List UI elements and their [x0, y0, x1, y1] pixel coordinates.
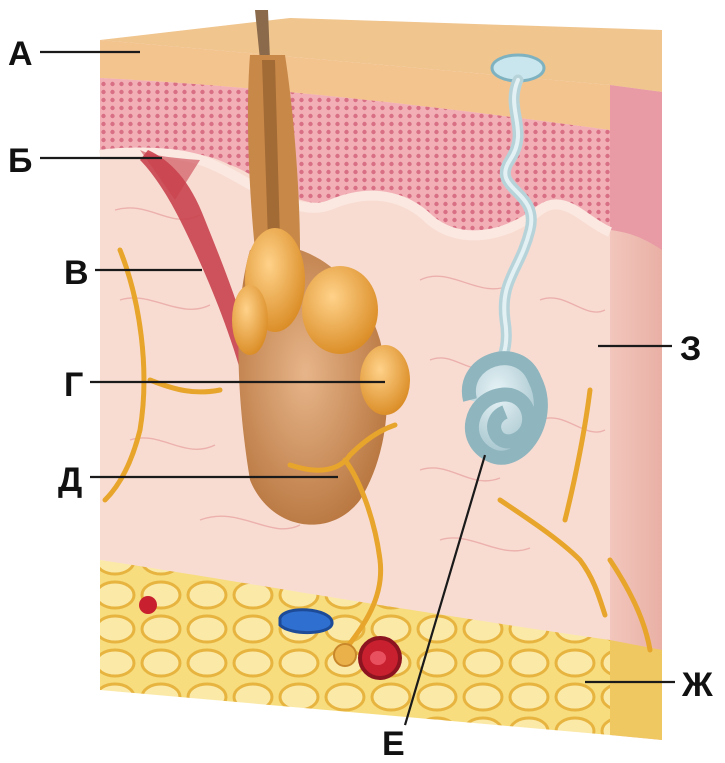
block-side-epidermis: [610, 85, 662, 250]
label-zh: Ж: [681, 666, 713, 704]
blood-vessel-vein: [280, 610, 332, 633]
label-e: Е: [382, 725, 405, 763]
label-a: А: [8, 35, 33, 73]
label-v: В: [64, 254, 89, 292]
label-g: Г: [64, 366, 83, 404]
block-side-fat: [610, 640, 662, 740]
sebaceous-lobe: [232, 285, 268, 355]
label-z: З: [680, 330, 701, 368]
label-d: Д: [58, 461, 82, 499]
sebaceous-lobe: [360, 345, 410, 415]
sebaceous-lobe: [302, 266, 378, 354]
label-b: Б: [8, 142, 32, 180]
nerve-ending: [334, 644, 356, 666]
blood-vessel-artery-lumen: [370, 651, 386, 665]
sweat-coil: [469, 358, 541, 458]
blood-vessel-small: [139, 596, 157, 614]
